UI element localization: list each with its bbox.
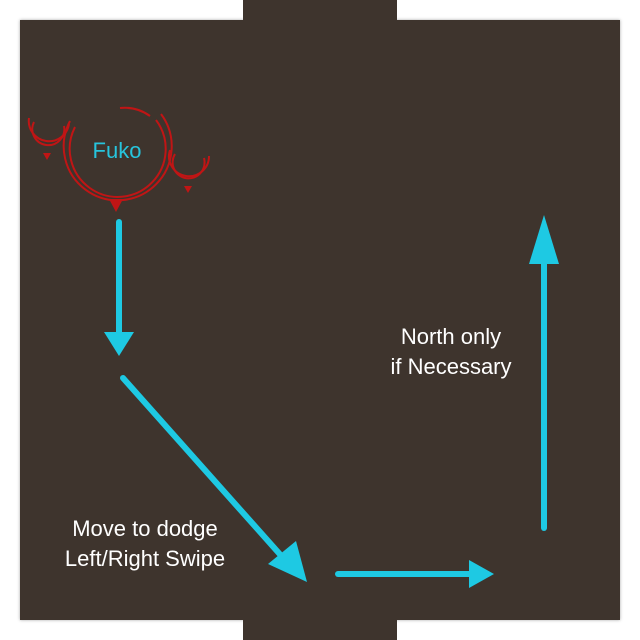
dodge-instruction-line1: Move to dodge <box>72 516 218 541</box>
arena-corridor <box>243 0 397 640</box>
dodge-instruction-line2: Left/Right Swipe <box>64 546 226 571</box>
arrow-down-icon <box>104 219 134 356</box>
north-instruction-line1: North only <box>400 324 502 349</box>
dodge-instruction: Move to dodge Left/Right Swipe <box>40 514 250 574</box>
boss-target-ring-icon <box>27 106 211 212</box>
arrow-down-right-icon <box>120 375 307 582</box>
north-instruction: North only if Necessary <box>371 322 531 382</box>
north-instruction-line2: if Necessary <box>390 354 512 379</box>
boss-name: Fuko <box>92 138 142 163</box>
arrow-right-icon <box>335 560 494 588</box>
arrow-up-icon <box>529 215 559 531</box>
